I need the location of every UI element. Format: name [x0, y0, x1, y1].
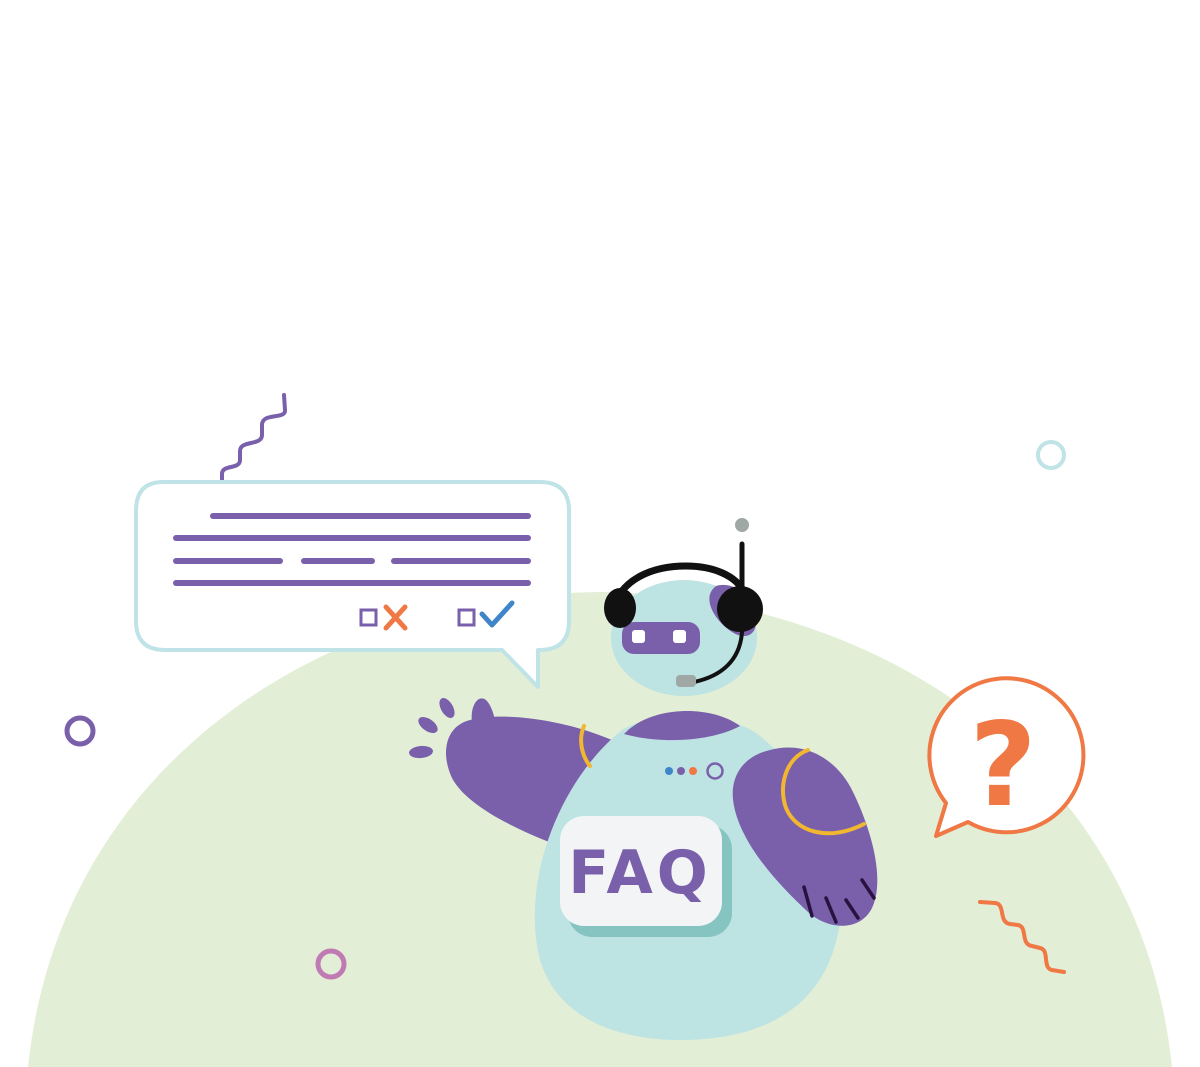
headset-icon: [604, 518, 763, 687]
faq-badge-label: FAQ: [568, 838, 712, 908]
text-placeholder-lines: [173, 513, 531, 586]
teal-circle-decoration: [1036, 440, 1066, 470]
accept-check-icon: [479, 600, 515, 628]
checkbox-checked: [457, 608, 476, 627]
robot: FAQ: [446, 518, 878, 1040]
robot-right-arm: [732, 747, 878, 926]
headset-microphone: [676, 675, 696, 687]
wave-motion-marks: [409, 698, 455, 759]
faq-badge: [560, 816, 722, 926]
question-speech-bubble: ?: [927, 676, 1086, 838]
status-indicator-lights: [665, 762, 724, 780]
purple-squiggle-decoration: [220, 393, 287, 490]
pink-circle-decoration: [315, 948, 347, 980]
orange-squiggle-decoration: [978, 900, 1066, 974]
answer-chat-bubble: [134, 480, 571, 689]
purple-circle-decoration: [64, 715, 96, 747]
reject-x-icon: [383, 604, 408, 631]
question-mark-icon: ?: [969, 698, 1036, 833]
checkbox-unchecked: [359, 608, 378, 627]
